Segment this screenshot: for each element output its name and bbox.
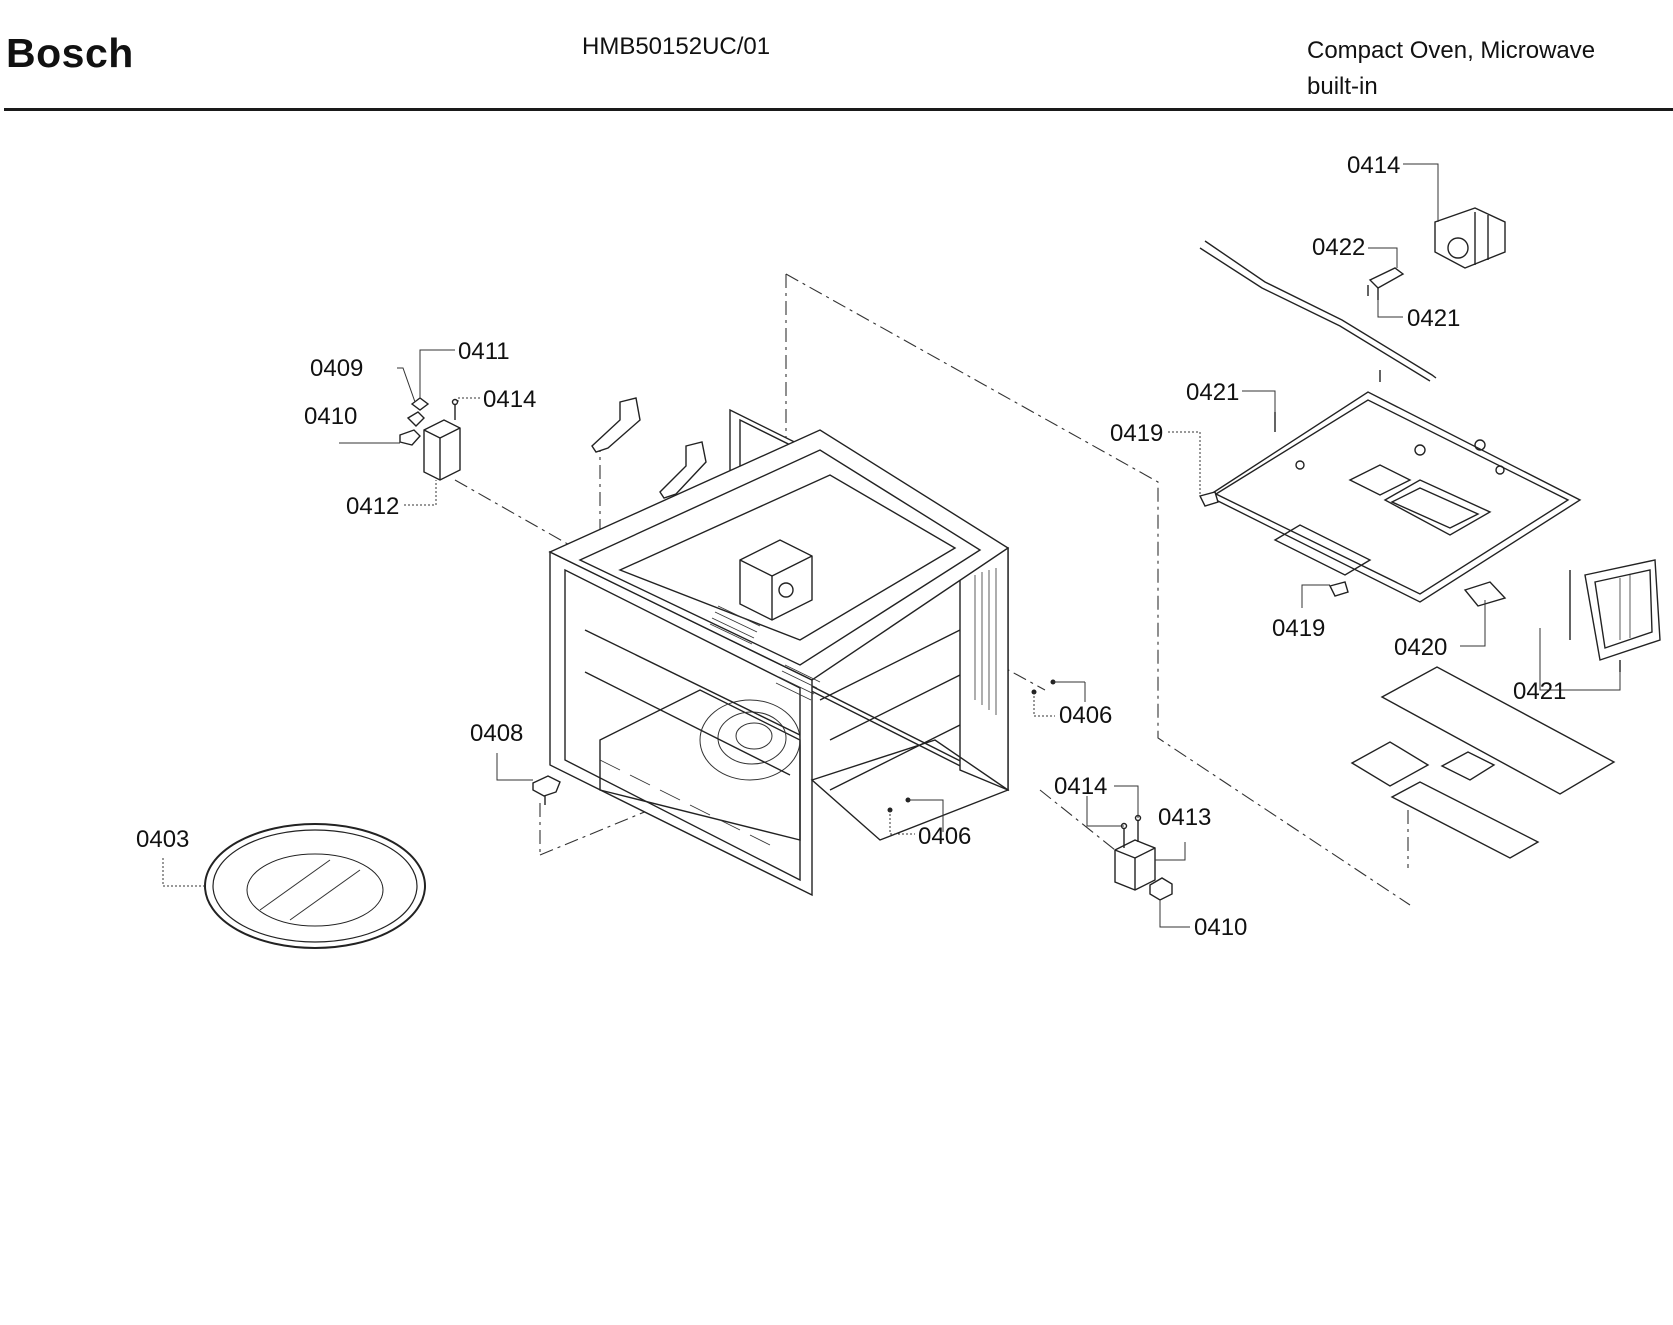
door-switch-assembly-right xyxy=(1114,814,1173,901)
part-label-0420: 0420 xyxy=(1394,634,1447,661)
part-number-labels: 0414 0422 0421 0421 0419 0419 0420 0421 … xyxy=(136,152,1566,941)
header-divider xyxy=(4,108,1673,111)
part-label-0408: 0408 xyxy=(470,720,523,747)
description-line-1: Compact Oven, Microwave xyxy=(1307,37,1596,64)
part-label-0406: 0406 xyxy=(1059,702,1112,729)
side-bracket-right xyxy=(1569,559,1661,672)
part-label-0414: 0414 xyxy=(1347,152,1400,179)
turntable-tray xyxy=(204,823,426,949)
insulation-pads xyxy=(1350,666,1616,859)
part-label-0411: 0411 xyxy=(458,338,510,365)
base-plate xyxy=(1198,370,1582,607)
oven-cavity-housing xyxy=(548,408,1010,897)
top-brackets xyxy=(591,397,707,499)
part-label-0421: 0421 xyxy=(1407,305,1460,332)
lamp-and-socket xyxy=(1199,207,1506,382)
part-label-0419: 0419 xyxy=(1272,615,1325,642)
part-label-0406: 0406 xyxy=(918,823,971,850)
part-label-0410: 0410 xyxy=(1194,914,1247,941)
part-label-0419: 0419 xyxy=(1110,420,1163,447)
roller-coupler xyxy=(532,775,561,805)
leader-lines xyxy=(162,163,1621,928)
part-label-0409: 0409 xyxy=(310,355,363,382)
product-description: Compact Oven, Microwave built-in xyxy=(1307,33,1595,105)
model-number: HMB50152UC/01 xyxy=(582,33,771,60)
part-label-0413: 0413 xyxy=(1158,804,1211,831)
door-switch-assembly-left xyxy=(399,397,461,481)
description-line-2: built-in xyxy=(1307,73,1378,100)
brand-name: Bosch xyxy=(6,30,134,76)
part-label-0414: 0414 xyxy=(1054,773,1107,800)
part-label-0421: 0421 xyxy=(1186,379,1239,406)
part-label-0414: 0414 xyxy=(483,386,536,413)
part-label-0412: 0412 xyxy=(346,493,399,520)
part-label-0410: 0410 xyxy=(304,403,357,430)
part-label-0422: 0422 xyxy=(1312,234,1365,261)
part-label-0403: 0403 xyxy=(136,826,189,853)
part-label-0421: 0421 xyxy=(1513,678,1566,705)
